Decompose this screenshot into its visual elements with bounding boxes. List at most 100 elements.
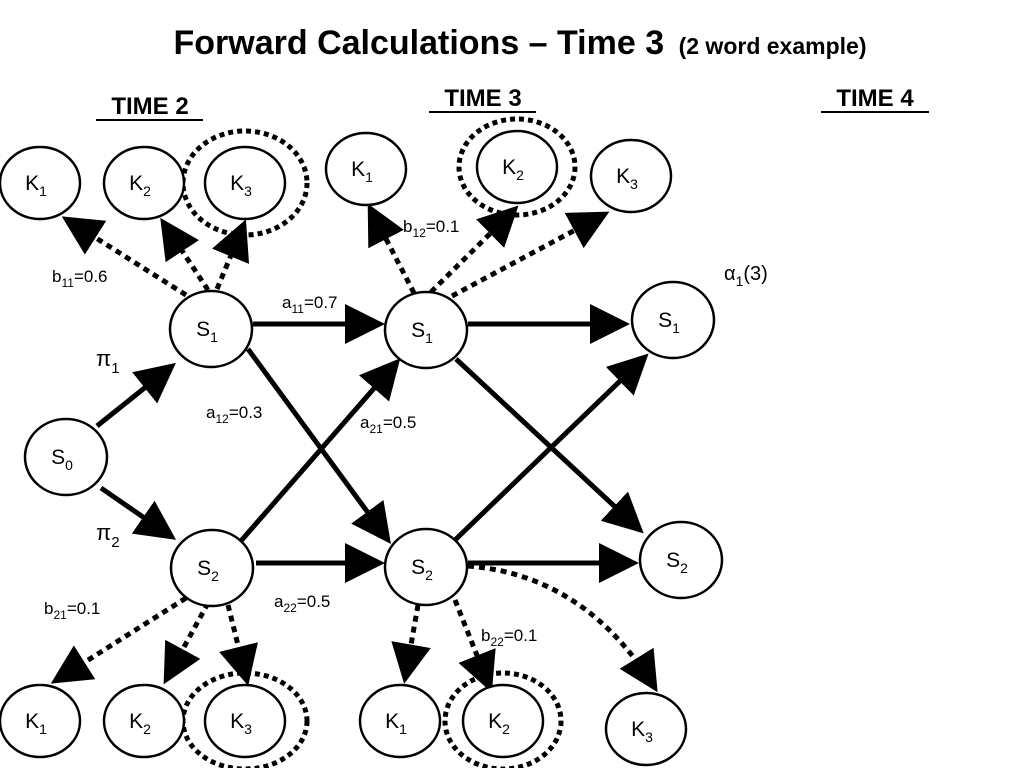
edge-emit-b22 [452, 599, 496, 693]
edge-emit-t3-k1 [367, 203, 417, 295]
node-label-sub: 3 [630, 176, 638, 192]
node-circle [383, 527, 469, 607]
node-label: S1 [658, 309, 680, 336]
label-sub: 11 [61, 276, 74, 290]
node-t3-bot-k3: K3 [604, 691, 688, 767]
node-label: S1 [196, 318, 218, 345]
label-sub: 2 [111, 534, 119, 551]
node-label-sub: 2 [143, 721, 151, 737]
node-t2-top-k2: K2 [102, 145, 186, 221]
title-sub: (2 word example) [679, 33, 867, 59]
time-header-2: TIME 2 [111, 93, 188, 120]
label-value: =0.1 [426, 217, 460, 236]
node-label: K1 [385, 710, 407, 737]
node-label: K2 [129, 710, 151, 737]
observation-highlight-ring [456, 116, 578, 218]
node-t3-top-k2: K2 [475, 129, 559, 205]
node-circle [383, 290, 469, 370]
node-label: S1 [411, 319, 433, 346]
label-base: a [360, 413, 370, 432]
node-circle [102, 145, 186, 221]
label-value: =0.1 [504, 626, 538, 645]
node-label-base: S [666, 549, 680, 572]
node-circle [0, 683, 82, 759]
label-value: =0.6 [74, 267, 108, 286]
label-base: a [206, 403, 216, 422]
label-value: =0.3 [229, 403, 263, 422]
label-base: α [724, 263, 736, 285]
node-label: K2 [129, 172, 151, 199]
node-label-sub: 2 [425, 567, 433, 583]
label-a11: a11=0.7 [282, 293, 338, 316]
edge-t3s2-t4s1 [453, 353, 649, 542]
label-pi2: π2 [96, 520, 120, 551]
node-label-base: S [411, 319, 425, 342]
edge-t2s2-t3s1 [238, 358, 401, 544]
node-t3-s2: S2 [383, 527, 469, 607]
edge-emit-t3-k3-bot [467, 563, 658, 693]
node-label-sub: 2 [143, 183, 151, 199]
node-label-base: K [25, 172, 39, 195]
label-b11: b11=0.6 [52, 267, 108, 290]
label-base: b [403, 217, 412, 236]
label-b21: b21=0.1 [44, 599, 100, 622]
node-t2-s1: S1 [168, 289, 254, 369]
node-label-sub: 1 [425, 330, 433, 346]
node-t2-bot-k3: K3 [203, 683, 287, 759]
edge-emit-b11 [61, 216, 188, 298]
node-t3-top-k1: K1 [324, 131, 408, 207]
node-circle [0, 145, 82, 221]
label-value: =0.5 [383, 413, 417, 432]
label-base: b [44, 599, 53, 618]
labels-layer: π1π2b11=0.6b12=0.1b21=0.1b22=0.1a11=0.7a… [44, 217, 768, 649]
label-base: a [282, 293, 292, 312]
node-label-base: K [230, 710, 244, 733]
observation-highlight-ring [180, 128, 310, 238]
label-value: =0.5 [297, 592, 331, 611]
node-label-sub: 2 [502, 721, 510, 737]
edge-t3s1-t4s2 [454, 357, 644, 534]
node-t2-bot-k2: K2 [102, 683, 186, 759]
node-label: K1 [25, 710, 47, 737]
node-s0: S0 [23, 417, 109, 497]
node-label: S2 [666, 549, 688, 576]
node-circle [168, 289, 254, 369]
node-t2-s2: S2 [169, 528, 255, 608]
edge-pi2 [99, 485, 177, 540]
label-b12: b12=0.1 [403, 217, 459, 240]
node-circle [589, 138, 673, 214]
node-label-base: K [631, 718, 645, 741]
label-alpha: α1(3) [724, 263, 768, 289]
node-label: K3 [616, 165, 638, 192]
time-header-3: TIME 3 [444, 85, 521, 112]
node-label-sub: 3 [244, 721, 252, 737]
edge-emit-t2-k3-bot [219, 604, 258, 686]
title-main: Forward Calculations – Time 3 [174, 24, 665, 62]
node-label: K2 [488, 710, 510, 737]
label-sub: 22 [283, 601, 297, 615]
node-circle [203, 683, 287, 759]
node-circle [102, 683, 186, 759]
label-a21: a21=0.5 [360, 413, 416, 436]
label-sub: 1 [111, 360, 119, 377]
node-t4-s1: S1 [630, 280, 716, 360]
node-circle [461, 683, 545, 759]
node-label-sub: 3 [645, 729, 653, 745]
edge-emit-t2-k2 [160, 217, 211, 292]
label-value: =0.7 [304, 293, 338, 312]
node-label-sub: 1 [399, 721, 407, 737]
label-value: (3) [743, 263, 767, 285]
label-a12: a12=0.3 [206, 403, 262, 426]
label-sub: 12 [412, 226, 426, 240]
node-label-base: K [616, 165, 630, 188]
label-base: b [481, 626, 490, 645]
observation-highlight-ring [442, 670, 564, 768]
node-t3-bot-k2: K2 [461, 683, 545, 759]
edge-emit-b21 [50, 595, 188, 684]
label-sub: 21 [369, 422, 383, 436]
node-label-sub: 3 [244, 183, 252, 199]
edge-emit-t3-k3 [450, 211, 610, 299]
node-label: K3 [631, 718, 653, 745]
